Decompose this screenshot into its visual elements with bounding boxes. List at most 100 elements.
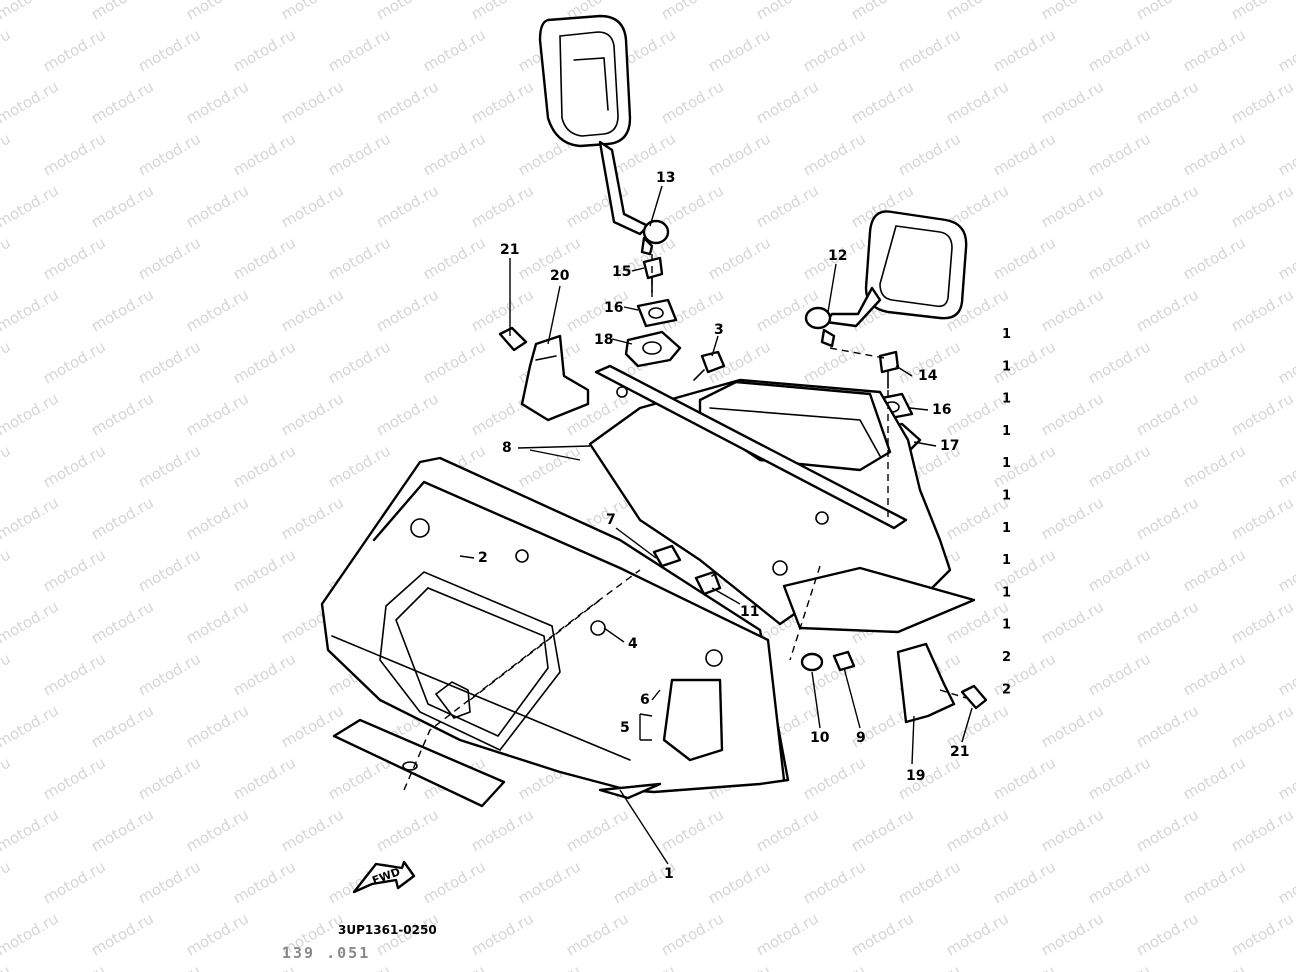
watermark-text: motod.ru	[183, 493, 252, 543]
watermark-text: motod.ru	[325, 961, 394, 972]
callout-2: 2	[478, 550, 488, 566]
watermark-text: motod.ru	[325, 753, 394, 803]
watermark-text: motod.ru	[1228, 77, 1296, 127]
watermark-text: motod.ru	[40, 337, 109, 387]
watermark-text: motod.ru	[990, 857, 1059, 907]
watermark-text: motod.ru	[0, 753, 14, 803]
diagram-code: 3UP1361-0250	[338, 923, 437, 937]
watermark-text: motod.ru	[800, 129, 869, 179]
watermark-text: motod.ru	[0, 961, 14, 972]
watermark-text: motod.ru	[40, 441, 109, 491]
watermark-text: motod.ru	[753, 77, 822, 127]
watermark-text: motod.ru	[1275, 233, 1296, 283]
watermark-text: motod.ru	[88, 597, 157, 647]
watermark-text: motod.ru	[1275, 25, 1296, 75]
watermark-text: motod.ru	[135, 649, 204, 699]
watermark-text: motod.ru	[1085, 337, 1154, 387]
watermark-text: motod.ru	[1085, 857, 1154, 907]
watermark-text: motod.ru	[0, 649, 14, 699]
watermark-text: motod.ru	[135, 753, 204, 803]
watermark-text: motod.ru	[1275, 129, 1296, 179]
watermark-text: motod.ru	[1085, 441, 1154, 491]
watermark-text: motod.ru	[515, 961, 584, 972]
watermark-text: motod.ru	[895, 25, 964, 75]
quantity-value: 2	[1002, 682, 1011, 697]
watermark-text: motod.ru	[990, 441, 1059, 491]
watermark-text: motod.ru	[610, 961, 679, 972]
watermark-text: motod.ru	[1275, 961, 1296, 972]
callout-1: 1	[664, 866, 674, 882]
watermark-text: motod.ru	[230, 233, 299, 283]
watermark-text: motod.ru	[40, 129, 109, 179]
watermark-text: motod.ru	[0, 337, 14, 387]
watermark-text: motod.ru	[468, 181, 537, 231]
watermark-text: motod.ru	[1133, 493, 1202, 543]
watermark-text: motod.ru	[1180, 649, 1249, 699]
watermark-text: motod.ru	[468, 909, 537, 959]
watermark-text: motod.ru	[1275, 545, 1296, 595]
watermark-text: motod.ru	[515, 441, 584, 491]
watermark-text: motod.ru	[183, 805, 252, 855]
watermark-text: motod.ru	[278, 0, 347, 23]
watermark-text: motod.ru	[0, 129, 14, 179]
watermark-text: motod.ru	[278, 181, 347, 231]
watermark-text: motod.ru	[183, 909, 252, 959]
watermark-text: motod.ru	[1133, 805, 1202, 855]
callout-21-top: 21	[500, 242, 519, 258]
callout-19: 19	[906, 768, 925, 784]
watermark-text: motod.ru	[658, 77, 727, 127]
watermark-text: motod.ru	[943, 909, 1012, 959]
watermark-text: motod.ru	[373, 285, 442, 335]
diagram-code-faint: 139 .051	[282, 944, 370, 962]
quantity-value: 1	[1002, 489, 1011, 504]
watermark-text: motod.ru	[753, 805, 822, 855]
watermark-text: motod.ru	[135, 233, 204, 283]
quantity-value: 1	[1002, 521, 1011, 536]
watermark-text: motod.ru	[800, 337, 869, 387]
callout-5: 5	[620, 720, 630, 736]
watermark-text: motod.ru	[420, 337, 489, 387]
watermark-text: motod.ru	[895, 961, 964, 972]
watermark-text: motod.ru	[468, 285, 537, 335]
watermark-text: motod.ru	[1180, 337, 1249, 387]
watermark-text: motod.ru	[40, 753, 109, 803]
watermark-text: motod.ru	[943, 805, 1012, 855]
watermark-text: motod.ru	[420, 129, 489, 179]
watermark-text: motod.ru	[0, 701, 62, 751]
callout-10: 10	[810, 730, 830, 746]
watermark-text: motod.ru	[420, 233, 489, 283]
watermark-text: motod.ru	[848, 805, 917, 855]
watermark-text: motod.ru	[563, 805, 632, 855]
watermark-text: motod.ru	[0, 285, 62, 335]
watermark-text: motod.ru	[1275, 753, 1296, 803]
quantity-value: 1	[1002, 359, 1011, 374]
cowling-1	[320, 456, 790, 794]
callout-6: 6	[640, 692, 650, 708]
watermark-text: motod.ru	[325, 233, 394, 283]
watermark-text: motod.ru	[658, 181, 727, 231]
watermark-text: motod.ru	[1275, 857, 1296, 907]
watermark-text: motod.ru	[325, 25, 394, 75]
watermark-text: motod.ru	[1180, 25, 1249, 75]
watermark-text: motod.ru	[135, 25, 204, 75]
watermark-text: motod.ru	[135, 857, 204, 907]
watermark-text: motod.ru	[373, 77, 442, 127]
watermark-text: motod.ru	[1085, 961, 1154, 972]
watermark-text: motod.ru	[325, 441, 394, 491]
watermark-text: motod.ru	[1228, 597, 1296, 647]
watermark-text: motod.ru	[230, 753, 299, 803]
watermark-text: motod.ru	[1228, 389, 1296, 439]
watermark-text: motod.ru	[88, 181, 157, 231]
quantity-value: 2	[1002, 650, 1011, 665]
watermark-text: motod.ru	[610, 857, 679, 907]
watermark-text: motod.ru	[183, 597, 252, 647]
watermark-text: motod.ru	[0, 597, 62, 647]
watermark-text: motod.ru	[88, 0, 157, 23]
watermark-text: motod.ru	[0, 77, 62, 127]
watermark-text: motod.ru	[753, 909, 822, 959]
callout-16-left: 16	[604, 300, 623, 316]
callout-labels: 13 21 20 15 16 18 3 12 14 16 17 8 2 7 11…	[478, 170, 969, 882]
watermark-text: motod.ru	[88, 389, 157, 439]
